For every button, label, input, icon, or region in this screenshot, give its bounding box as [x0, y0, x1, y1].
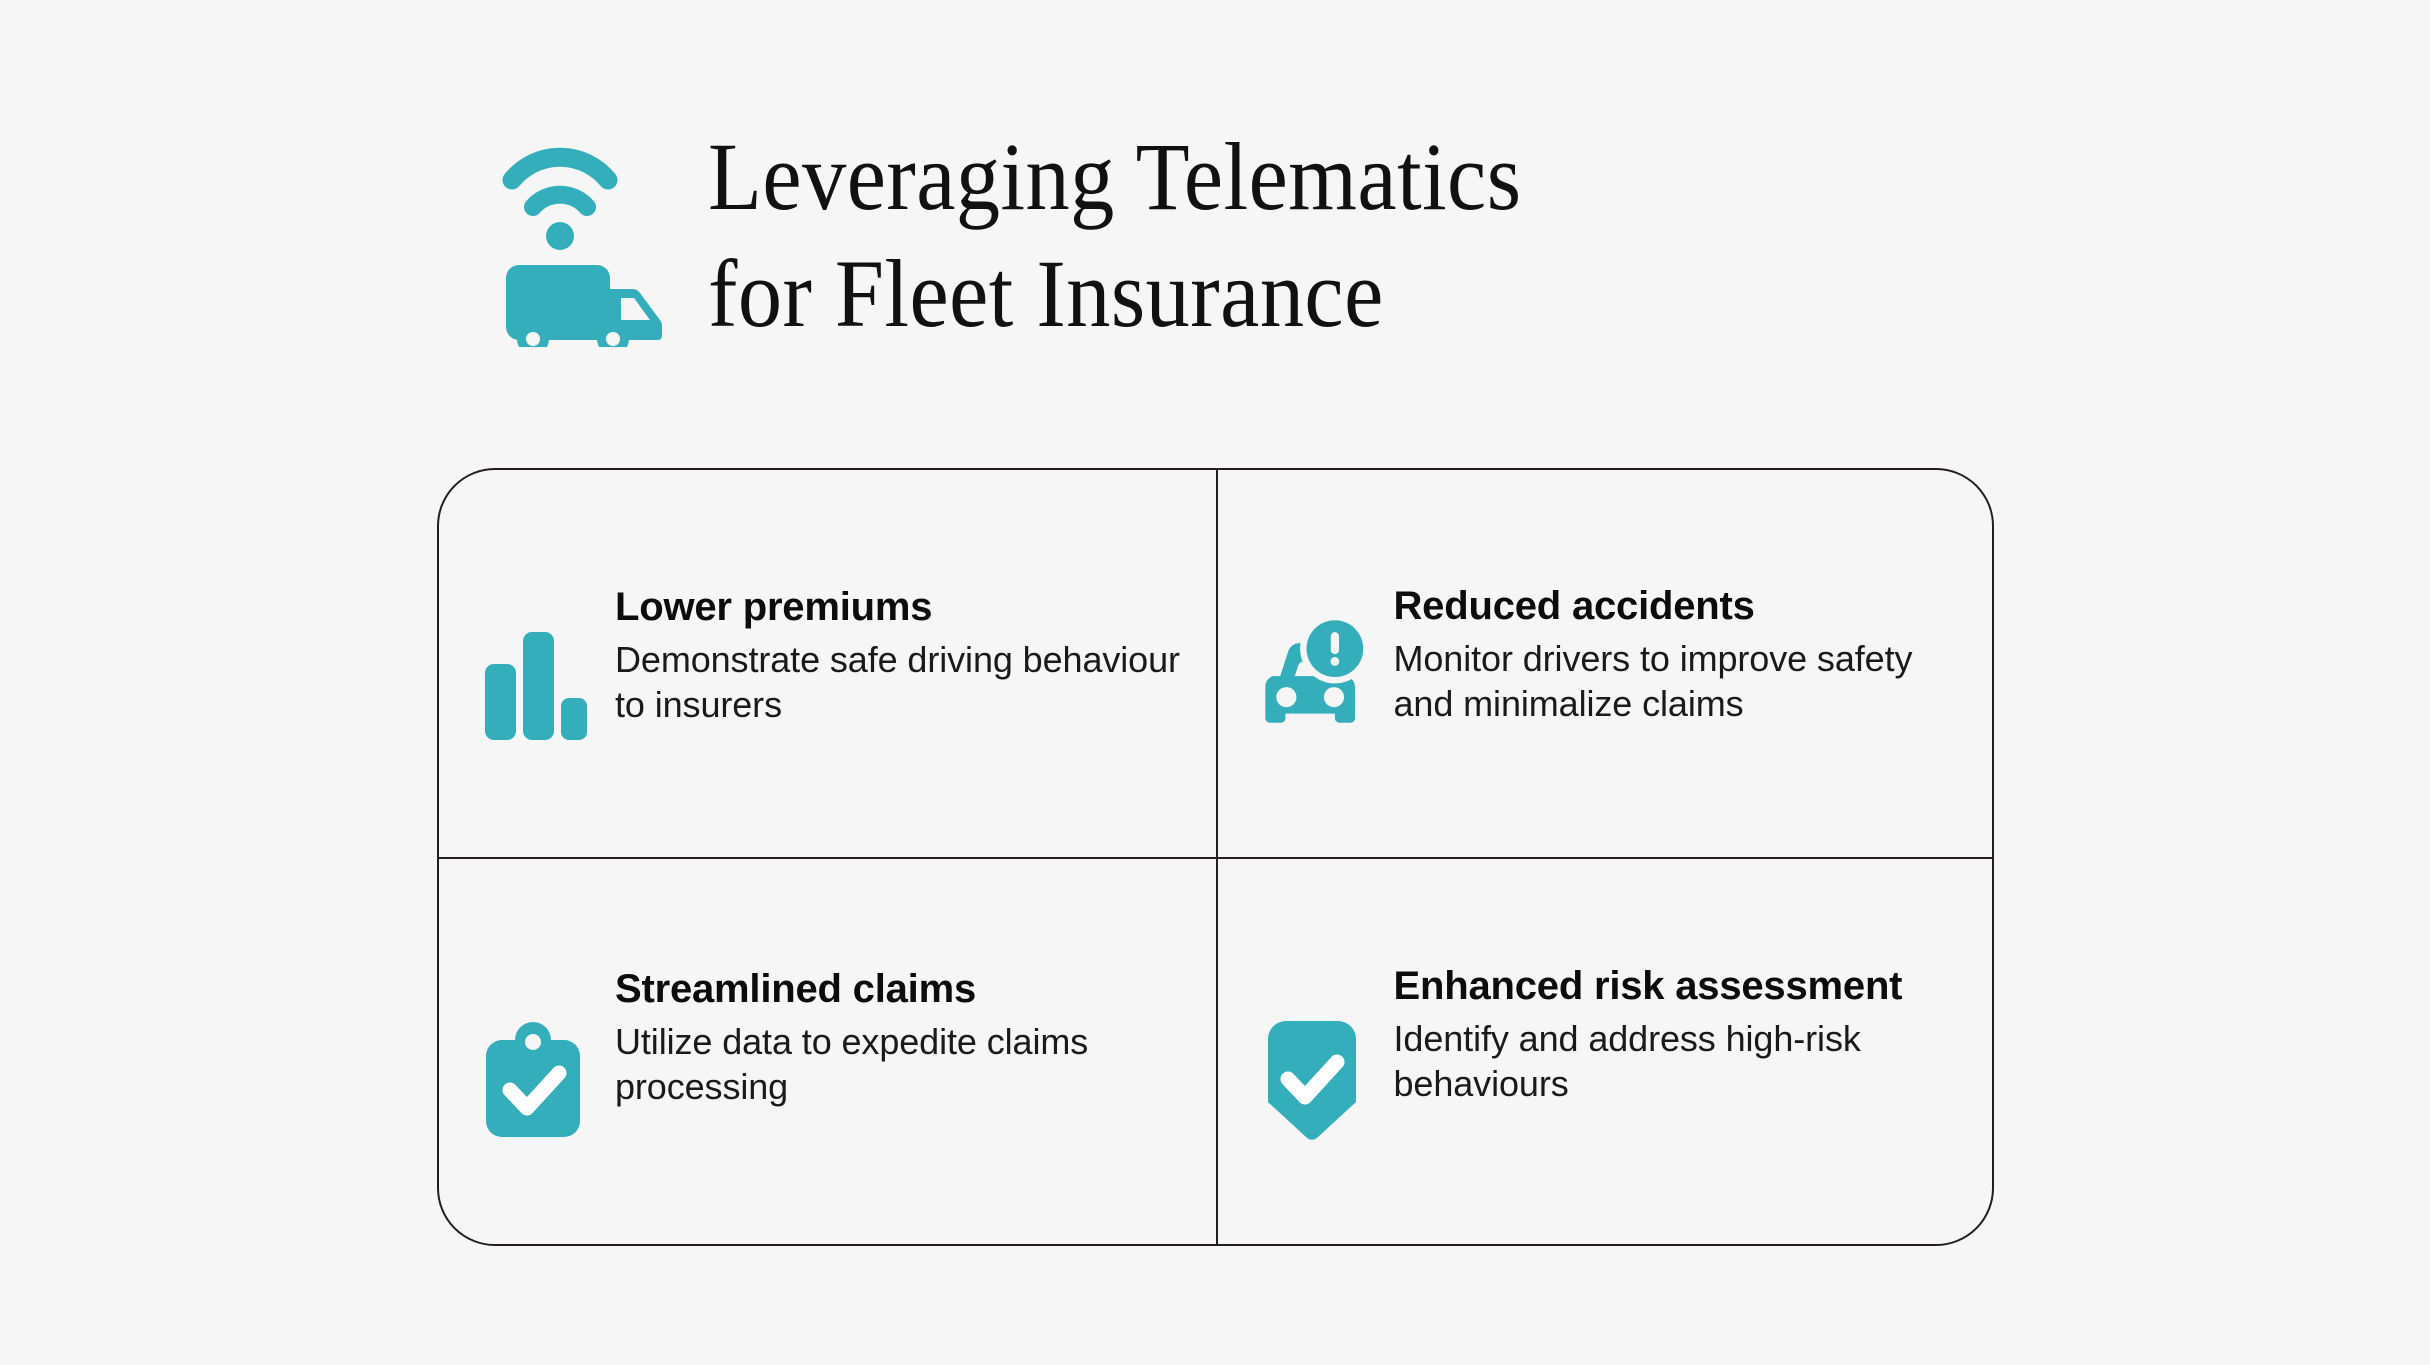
page-title-line-1: Leveraging Telematics — [708, 123, 1522, 230]
bar-chart-icon — [479, 620, 587, 740]
shield-check-icon — [1258, 1015, 1366, 1143]
benefit-card-lower-premiums: Lower premiums Demonstrate safe driving … — [439, 470, 1216, 857]
benefit-card-reduced-accidents: Reduced accidents Monitor drivers to imp… — [1215, 470, 1993, 857]
benefit-card-enhanced-risk-assessment: Enhanced risk assessment Identify and ad… — [1215, 857, 1992, 1244]
benefit-card-title: Streamlined claims — [615, 966, 977, 1011]
header: Leveraging Telematics for Fleet Insuranc… — [500, 118, 1592, 355]
benefit-card-description: Identify and address high-risk behaviour… — [1393, 1017, 1861, 1105]
benefit-card-title: Enhanced risk assessment — [1393, 963, 1903, 1008]
benefit-card-description: Utilize data to expedite claims processi… — [615, 1020, 1089, 1108]
benefits-grid: Lower premiums Demonstrate safe driving … — [437, 468, 1994, 1246]
benefit-card-description: Demonstrate safe driving behaviour to in… — [615, 638, 1180, 726]
benefit-card-description: Monitor drivers to improve safety and mi… — [1393, 637, 1913, 725]
benefit-card-title: Reduced accidents — [1393, 583, 1755, 628]
clipboard-check-icon — [479, 1018, 587, 1140]
page-title-line-2: for Fleet Insurance — [708, 240, 1384, 348]
car-alert-icon — [1258, 613, 1366, 741]
page-title: Leveraging Telematics for Fleet Insuranc… — [708, 118, 1522, 352]
connected-truck-icon — [500, 132, 670, 355]
benefit-card-title: Lower premiums — [615, 584, 933, 629]
benefit-card-streamlined-claims: Streamlined claims Utilize data to exped… — [439, 857, 1216, 1244]
